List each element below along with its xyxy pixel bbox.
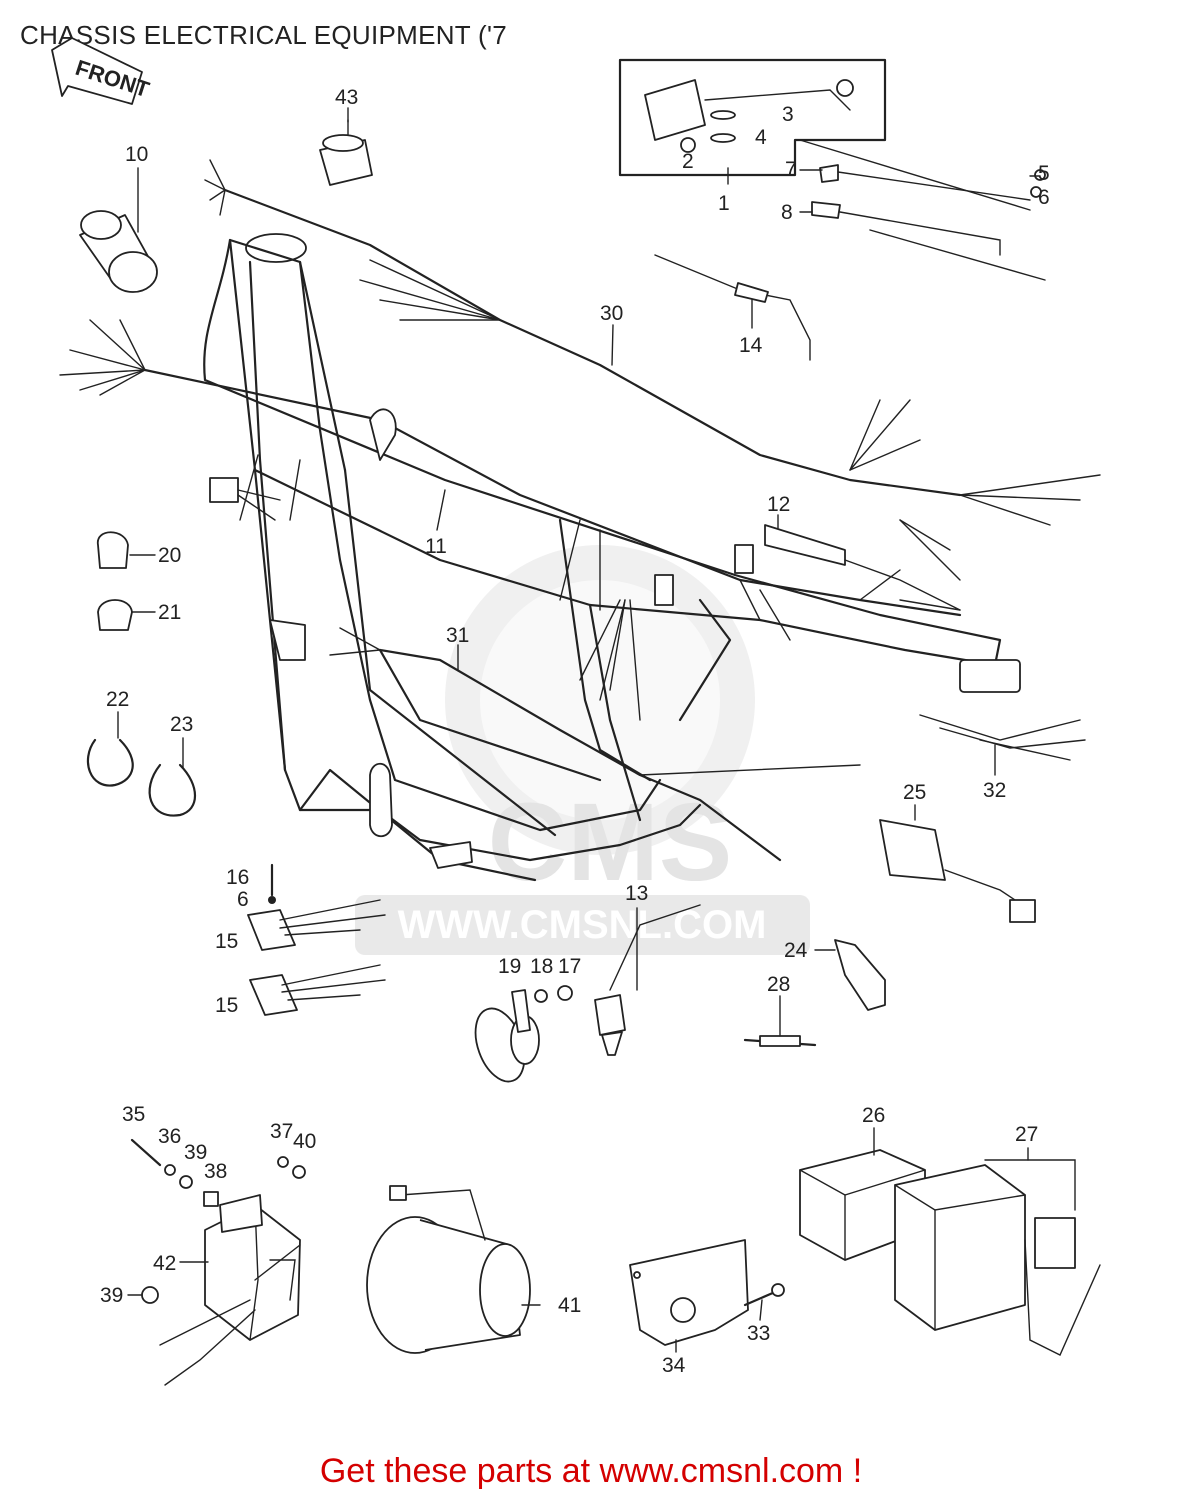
- footer-link-text[interactable]: Get these parts at www.cmsnl.com !: [319, 1452, 863, 1490]
- callout-33: 33: [747, 1322, 770, 1345]
- rectifier-42: [130, 1138, 306, 1386]
- callout-6: 6: [1038, 186, 1050, 209]
- callout-19: 19: [498, 955, 521, 978]
- callout-39b: 39: [100, 1284, 123, 1307]
- callout-23: 23: [170, 713, 193, 736]
- switch-15-lower: [249, 964, 386, 1016]
- bracket-24: [834, 939, 886, 1011]
- screw-16: [268, 863, 276, 904]
- callout-14: 14: [739, 334, 763, 357]
- callout-27: 27: [1015, 1123, 1038, 1146]
- cms-watermark: CMS WWW.CMSNL.COM: [355, 545, 810, 955]
- band-23: [148, 763, 196, 817]
- callout-2: 2: [682, 150, 694, 173]
- main-wiring-harness: [59, 319, 962, 721]
- fuse-28: [743, 1035, 817, 1047]
- callout-12: 12: [767, 493, 790, 516]
- callout-6b: 6: [237, 888, 249, 911]
- callout-38: 38: [204, 1160, 227, 1183]
- ignition-coil-41: [366, 1185, 531, 1354]
- callout-30: 30: [600, 302, 623, 325]
- horn-icon: [474, 985, 573, 1083]
- callout-10: 10: [125, 143, 148, 166]
- wiring-harness-32: [919, 714, 1086, 761]
- watermark-url: WWW.CMSNL.COM: [398, 903, 767, 947]
- regulator-assembly: [618, 58, 1046, 281]
- bolt-33: [743, 1283, 785, 1307]
- bracket-34: [629, 1239, 749, 1346]
- callout-41: 41: [558, 1294, 581, 1317]
- callout-15: 15: [215, 930, 238, 953]
- connector-25: [879, 819, 1036, 923]
- callout-18: 18: [530, 955, 553, 978]
- callout-1: 1: [718, 192, 730, 215]
- watermark-brand: CMS: [488, 781, 732, 904]
- band-22: [86, 738, 134, 787]
- callout-43: 43: [335, 86, 358, 109]
- front-arrow-icon: FRONT: [51, 37, 153, 105]
- callout-11: 11: [425, 535, 447, 558]
- callout-21: 21: [158, 601, 181, 624]
- wiring-harness-30: [204, 159, 1101, 581]
- switch-15-upper: [247, 899, 386, 951]
- callout-31: 31: [446, 624, 469, 647]
- switch-21: [97, 599, 133, 631]
- callout-28: 28: [767, 973, 790, 996]
- callout-3: 3: [782, 103, 794, 126]
- motorcycle-frame: [203, 233, 1021, 882]
- callout-15b: 15: [215, 994, 238, 1017]
- callout-37: 37: [270, 1120, 293, 1143]
- meter-gauge-icon: [79, 210, 158, 293]
- diagram-title: CHASSIS ELECTRICAL EQUIPMENT ('7: [20, 20, 508, 50]
- callout-40: 40: [293, 1130, 316, 1153]
- callout-13: 13: [625, 882, 648, 905]
- brake-switch-13: [594, 904, 701, 1056]
- callout-20: 20: [158, 544, 181, 567]
- callout-24: 24: [784, 939, 808, 962]
- lead-wire-14: [654, 254, 811, 361]
- relay-icon: [319, 119, 373, 186]
- callout-34: 34: [662, 1354, 686, 1377]
- part-callouts: 1 2 3 4 5 6 6 7 8 10 11 12 13 14 15 15 1…: [100, 86, 1050, 1377]
- callout-42: 42: [153, 1252, 176, 1275]
- wiring-harness-31: [329, 627, 861, 862]
- callout-36: 36: [158, 1125, 181, 1148]
- callout-4: 4: [755, 126, 767, 149]
- callout-35: 35: [122, 1103, 145, 1126]
- callout-26: 26: [862, 1104, 885, 1127]
- callout-32: 32: [983, 779, 1006, 802]
- callout-7: 7: [785, 158, 797, 181]
- callout-17: 17: [558, 955, 581, 978]
- callout-39: 39: [184, 1141, 207, 1164]
- callout-leaders: [117, 107, 1041, 1353]
- flasher-relay-20: [97, 531, 129, 569]
- callout-8: 8: [781, 201, 793, 224]
- callout-25: 25: [903, 781, 926, 804]
- callout-22: 22: [106, 688, 129, 711]
- tail-lamp-bracket: [764, 524, 961, 611]
- battery-27: [894, 1159, 1101, 1356]
- callout-16: 16: [226, 866, 249, 889]
- callout-5: 5: [1038, 162, 1050, 185]
